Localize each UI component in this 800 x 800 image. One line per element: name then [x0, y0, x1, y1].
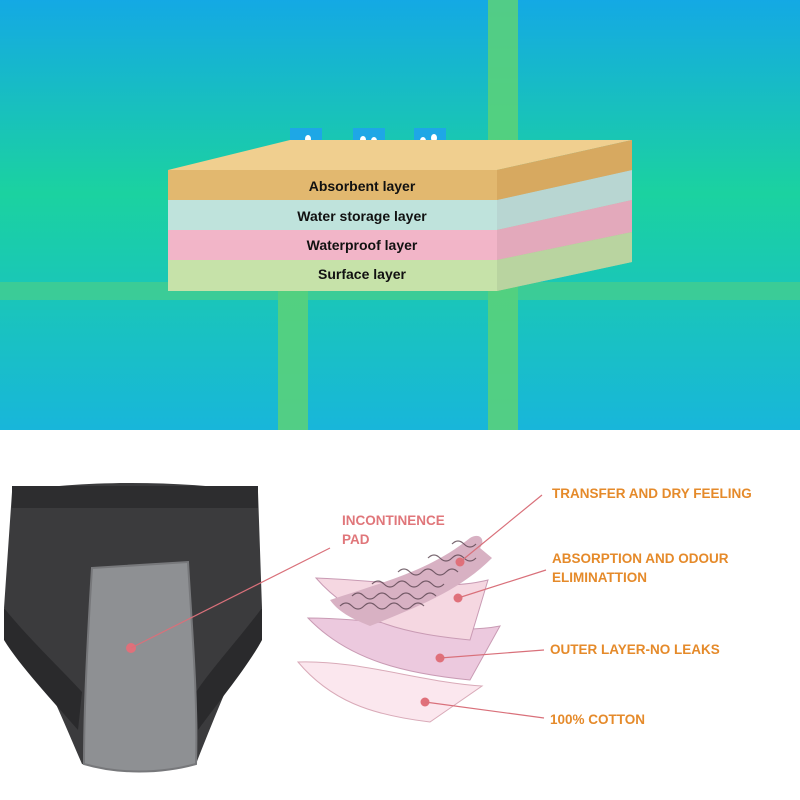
waterproof-layer	[168, 230, 497, 260]
exploded-pad-layers	[296, 535, 501, 723]
incontinence-pad-label: INCONTINENCE	[342, 513, 445, 528]
callout-leader-lines	[424, 494, 547, 719]
waterproof-layer-label: Waterproof layer	[307, 237, 418, 253]
surface-layer-label: Surface layer	[318, 266, 406, 282]
transfer-dry-callout: TRANSFER AND DRY FEELING	[552, 486, 752, 501]
layer-stack: Absorbent layer Water storage layer Wate…	[168, 140, 632, 291]
incontinence-briefs-image	[4, 483, 262, 773]
absorbent-layer	[168, 170, 497, 200]
layer-structure-diagram: Absorbent layer Water storage layer Wate…	[0, 0, 800, 430]
cotton-callout: 100% COTTON	[550, 712, 645, 727]
surface-layer	[168, 260, 497, 291]
incontinence-pad-diagram: INCONTINENCE PAD	[0, 430, 800, 800]
stack-top-face	[168, 140, 632, 170]
outer-layer-callout: OUTER LAYER-NO LEAKS	[550, 642, 720, 657]
absorption-odour-callout: ABSORPTION AND ODOUR	[552, 551, 729, 566]
pad-mesh-panel	[82, 560, 198, 773]
absorbent-layer-label: Absorbent layer	[309, 178, 416, 194]
waistband	[12, 486, 258, 508]
water-storage-layer	[168, 200, 497, 230]
incontinence-pad-label-line2: PAD	[342, 532, 370, 547]
cotton-layer	[296, 661, 484, 723]
absorption-odour-callout-line2: ELIMINATTION	[552, 570, 647, 585]
water-storage-layer-label: Water storage layer	[297, 208, 427, 224]
pad-leader-line	[130, 547, 331, 649]
perforation-pattern	[339, 540, 477, 610]
